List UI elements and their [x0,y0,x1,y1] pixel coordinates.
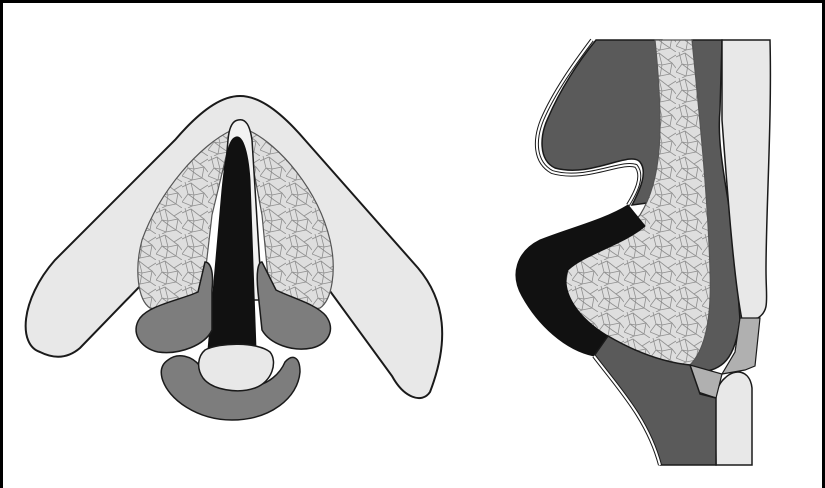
dark-upper-mass [542,40,670,205]
bottom-pale-oval [199,344,274,391]
lower-pale-column [715,372,752,465]
left-panel [26,96,443,420]
right-panel [516,40,770,465]
